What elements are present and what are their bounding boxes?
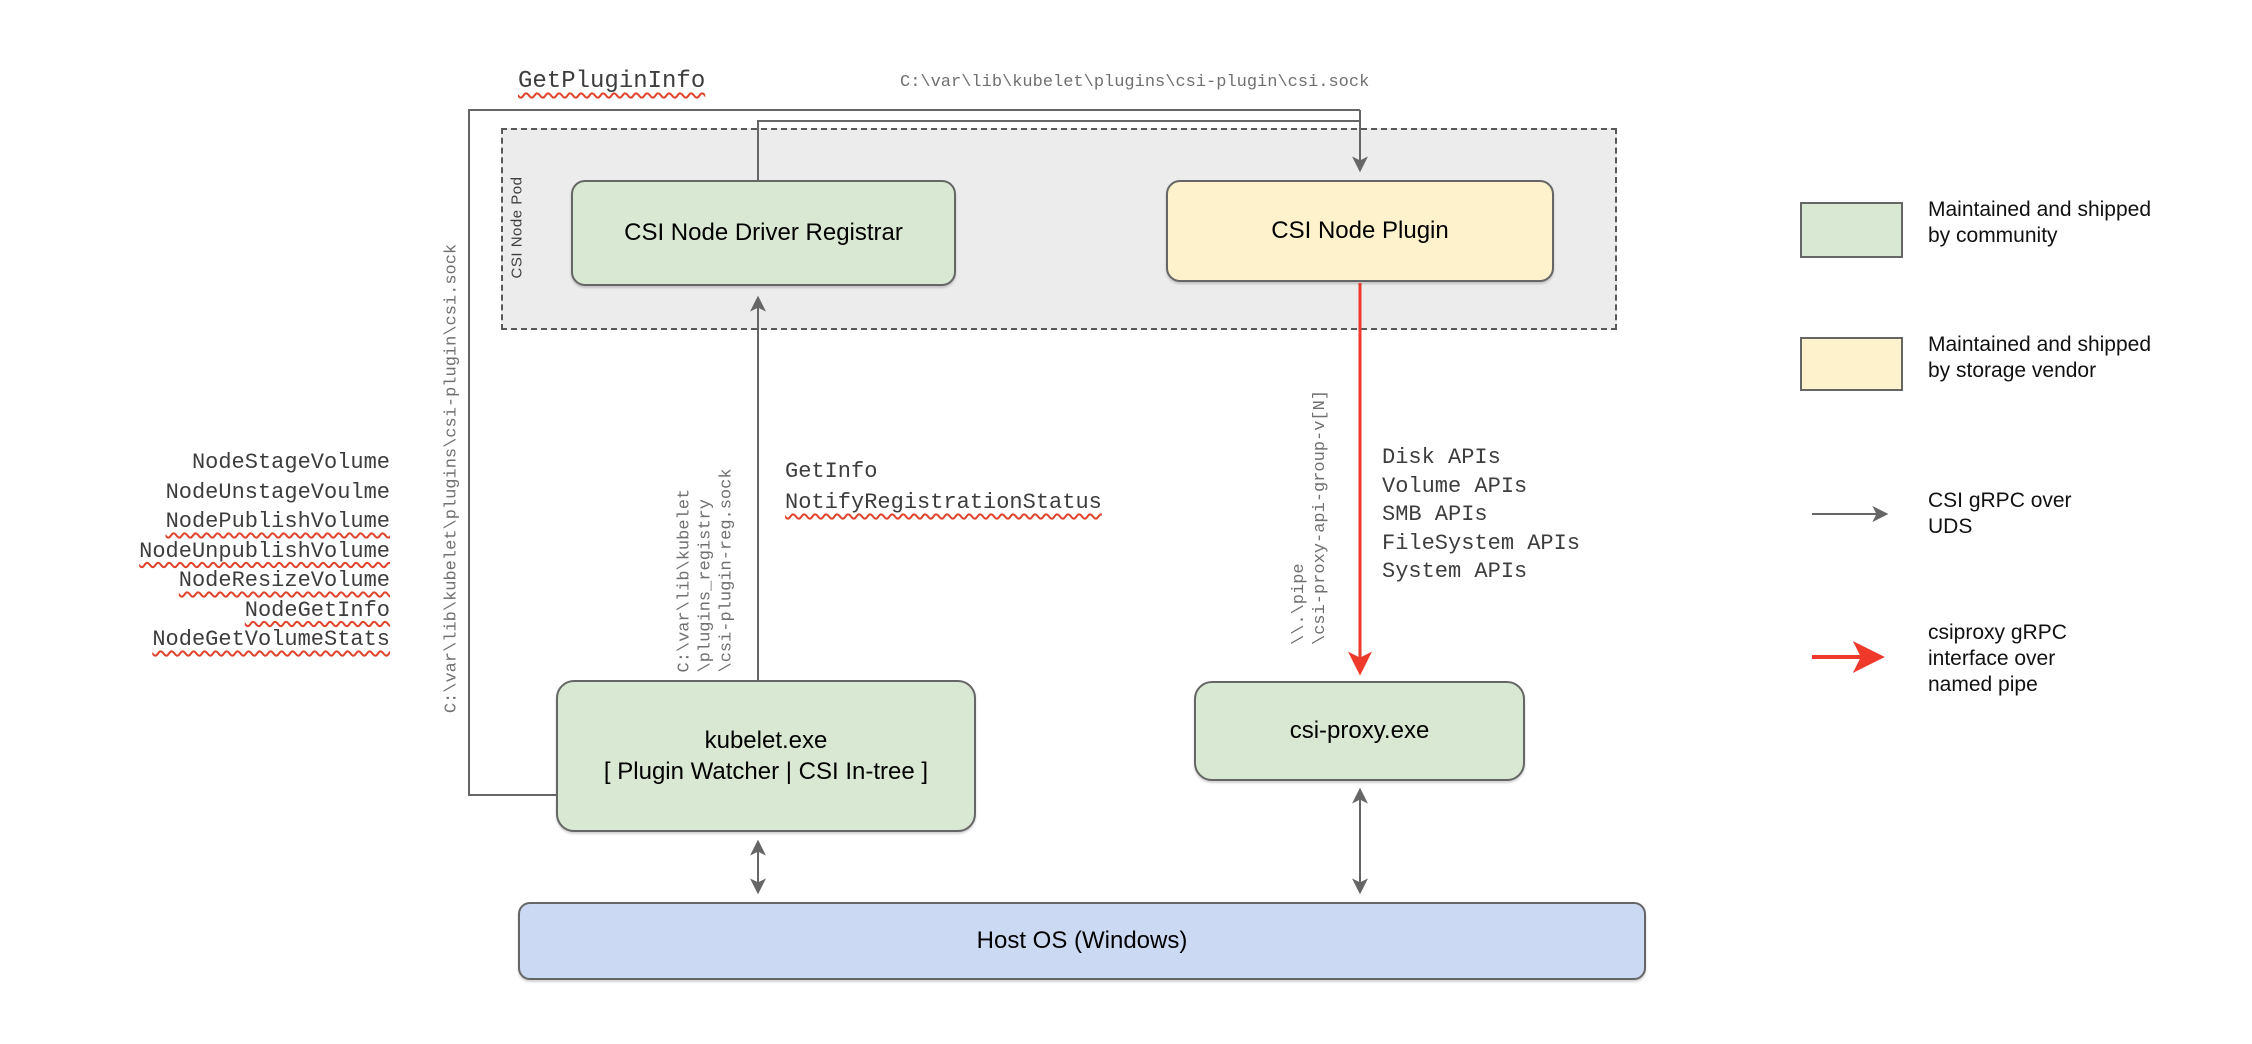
legend-pipe-line3: named pipe bbox=[1928, 673, 2038, 696]
registration-rpcs: GetInfo NotifyRegistrationStatus bbox=[785, 456, 1102, 518]
node-rpc-item: NodePublishVolume bbox=[165, 509, 390, 534]
proxy-api-item: Disk APIs bbox=[1382, 445, 1501, 470]
named-pipe-path-line: \csi-proxy-api-group-v[N] bbox=[1311, 389, 1330, 645]
notify-registration-status-annotation: NotifyRegistrationStatus bbox=[785, 490, 1102, 515]
node-rpc-item: NodeUnstageVoulme bbox=[165, 479, 390, 505]
legend-community-label: Maintained and shipped by community bbox=[1928, 197, 2151, 249]
legend-pipe-line2: interface over bbox=[1928, 647, 2056, 670]
csi-node-pod-label: CSI Node Pod bbox=[508, 176, 526, 279]
node-rpc-item: NodeUnpublishVolume bbox=[139, 538, 390, 564]
csi-proxy-label: csi-proxy.exe bbox=[1289, 717, 1430, 744]
node-rpc-item: NodeStageVolume bbox=[191, 450, 390, 475]
node-rpc-list: NodeStageVolume NodeUnstageVoulme NodePu… bbox=[95, 448, 390, 655]
named-pipe-path-line: \\.\pipe bbox=[1290, 563, 1309, 645]
node-rpc-item: NodeGetVolumeStats bbox=[152, 627, 390, 652]
registry-sock-path-line: \csi-plugin-reg.sock bbox=[717, 468, 737, 673]
proxy-api-item: SMB APIs bbox=[1382, 502, 1488, 528]
legend-community-swatch bbox=[1800, 202, 1903, 258]
legend-uds-line1: CSI gRPC over bbox=[1928, 489, 2072, 512]
registry-sock-path-line: \plugins_registry bbox=[696, 499, 716, 673]
legend-vendor-line1: Maintained and shipped bbox=[1928, 333, 2152, 356]
registry-sock-path-line: C:\var\lib\kubelet bbox=[675, 488, 695, 673]
proxy-api-list: Disk APIs Volume APIs SMB APIs FileSyste… bbox=[1382, 444, 1580, 587]
legend-vendor-label: Maintained and shipped by storage vendor bbox=[1928, 332, 2151, 384]
get-plugin-info-annotation: GetPluginInfo bbox=[518, 68, 706, 95]
legend-pipe-label: csiproxy gRPC interface over named pipe bbox=[1928, 620, 2067, 698]
csi-proxy-box: csi-proxy.exe bbox=[1194, 681, 1525, 781]
legend-pipe-line1: csiproxy gRPC bbox=[1928, 621, 2067, 644]
host-os-label: Host OS (Windows) bbox=[976, 927, 1188, 954]
kubelet-label-line2: [ Plugin Watcher | CSI In-tree ] bbox=[603, 758, 929, 785]
proxy-api-item: System APIs bbox=[1382, 559, 1528, 585]
proxy-api-item: FileSystem APIs bbox=[1382, 530, 1581, 556]
registry-sock-path: C:\var\lib\kubelet \plugins_registry \cs… bbox=[675, 463, 738, 673]
left-vertical-csi-sock-path: C:\var\lib\kubelet\plugins\csi-plugin\cs… bbox=[442, 243, 462, 714]
node-rpc-item: NodeResizeVolume bbox=[178, 568, 390, 593]
get-info-annotation: GetInfo bbox=[785, 459, 878, 484]
legend-vendor-swatch bbox=[1800, 337, 1903, 391]
legend-community-line2: by community bbox=[1928, 224, 2058, 247]
top-csi-sock-path: C:\var\lib\kubelet\plugins\csi-plugin\cs… bbox=[900, 73, 1370, 92]
plugin-label: CSI Node Plugin bbox=[1271, 217, 1449, 244]
node-rpc-item: NodeGetInfo bbox=[244, 597, 390, 623]
legend-community-line1: Maintained and shipped bbox=[1928, 198, 2152, 221]
registrar-label: CSI Node Driver Registrar bbox=[624, 219, 903, 246]
proxy-api-item: Volume APIs bbox=[1382, 473, 1528, 499]
csi-node-driver-registrar-box: CSI Node Driver Registrar bbox=[571, 180, 956, 286]
named-pipe-path: \\.\pipe \csi-proxy-api-group-v[N] bbox=[1289, 385, 1331, 645]
legend-vendor-line2: by storage vendor bbox=[1928, 359, 2097, 382]
host-os-box: Host OS (Windows) bbox=[518, 902, 1646, 980]
legend-uds-line2: UDS bbox=[1928, 515, 1973, 538]
kubelet-label-line1: kubelet.exe bbox=[704, 727, 828, 754]
csi-node-plugin-box: CSI Node Plugin bbox=[1166, 180, 1554, 282]
kubelet-box: kubelet.exe [ Plugin Watcher | CSI In-tr… bbox=[556, 680, 976, 832]
legend-uds-label: CSI gRPC over UDS bbox=[1928, 488, 2072, 540]
